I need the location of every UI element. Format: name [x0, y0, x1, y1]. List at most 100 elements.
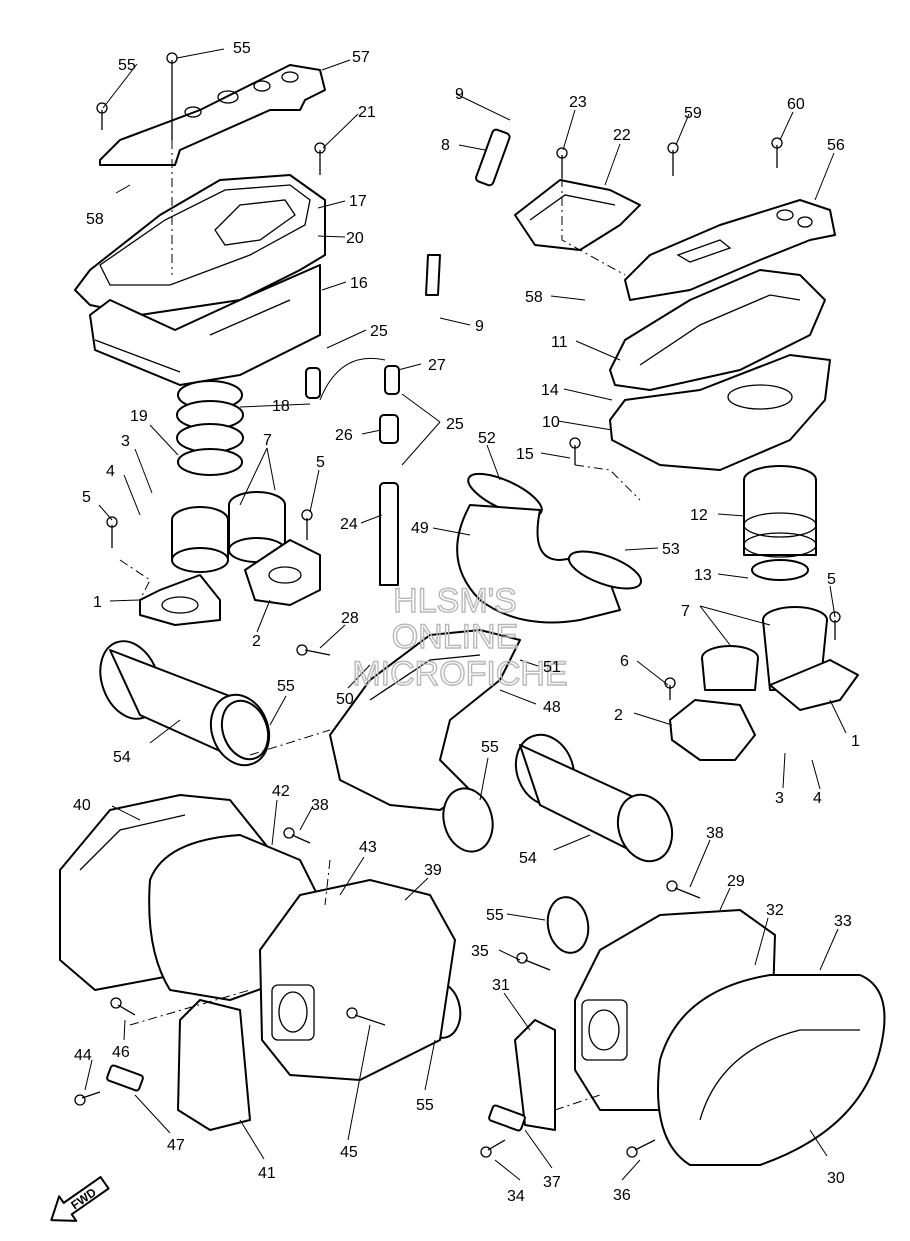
assembly-line [561, 178, 626, 276]
callout-9b: 9 [475, 318, 484, 335]
callout-56: 56 [827, 137, 845, 154]
callout-31: 31 [492, 977, 510, 994]
callout-7b: 7 [681, 603, 690, 620]
right-bracket-56 [624, 199, 836, 301]
callout-35: 35 [471, 943, 489, 960]
assembly-line [119, 559, 151, 601]
callout-39: 39 [424, 862, 442, 879]
callout-5: 5 [82, 489, 91, 506]
left-flange-2 [244, 539, 321, 606]
callout-13: 13 [694, 567, 712, 584]
watermark-line-1: HLSM'S [393, 582, 517, 620]
callout-10: 10 [542, 414, 560, 431]
bracket-47 [106, 1064, 144, 1092]
callout-50: 50 [336, 691, 354, 708]
callout-5c: 5 [827, 571, 836, 588]
callout-60: 55 [118, 57, 136, 74]
right-carb-joints [701, 606, 828, 691]
assembly-line [574, 464, 641, 501]
callout-48: 48 [543, 699, 561, 716]
lower-left-plate-41 [177, 999, 251, 1131]
callout-47: 47 [167, 1137, 185, 1154]
clamp-55-c [546, 896, 590, 954]
duct-49 [456, 472, 643, 624]
callout-30: 30 [827, 1170, 845, 1187]
callout-3b: 3 [775, 790, 784, 807]
callout-58b: 58 [525, 289, 543, 306]
lower-left-box-39 [259, 879, 456, 1081]
right-flange-2 [669, 699, 756, 761]
watermark-line-3: MICROFICHE [352, 655, 567, 693]
callout-57: 57 [352, 49, 370, 66]
callout-55a: 55 [277, 678, 295, 695]
callout-17: 17 [349, 193, 367, 210]
watermark-line-2: ONLINE [392, 618, 519, 656]
assembly-line [249, 729, 331, 756]
callout-4: 4 [106, 463, 115, 480]
assembly-line [554, 1094, 601, 1111]
callout-23: 23 [569, 94, 587, 111]
callout-1: 1 [93, 594, 102, 611]
callout-37: 37 [543, 1174, 561, 1191]
bracket-37 [488, 1104, 526, 1132]
left-flange-1 [139, 574, 221, 626]
clamp-55-b [442, 787, 494, 853]
callout-27: 27 [428, 357, 446, 374]
callout-34: 34 [507, 1188, 525, 1205]
callout-15: 15 [516, 446, 534, 463]
left-airbox-cover-17 [74, 174, 326, 316]
callout-29: 29 [727, 873, 745, 890]
callout-33: 33 [834, 913, 852, 930]
callout-54a: 54 [113, 749, 131, 766]
callout-labels: 55 55 57 21 17 20 16 58 18 19 3 4 5 7 5 … [73, 40, 860, 1205]
left-airbox-case-16 [89, 264, 321, 386]
callout-52: 52 [478, 430, 496, 447]
callout-46: 46 [112, 1044, 130, 1061]
callout-25a: 25 [370, 323, 388, 340]
callout-51: 51 [543, 659, 561, 676]
callout-55d: 55 [416, 1097, 434, 1114]
callout-38a: 38 [311, 797, 329, 814]
watermark: HLSM'S ONLINE MICROFICHE [352, 581, 569, 693]
callout-7: 7 [263, 432, 272, 449]
callout-11: 11 [551, 334, 568, 351]
callout-28: 28 [341, 610, 359, 627]
callout-60b: 60 [787, 96, 805, 113]
assembly-line [129, 989, 251, 1026]
callout-2b: 2 [614, 707, 623, 724]
callout-5b: 5 [316, 454, 325, 471]
left-carb-joints [171, 491, 286, 573]
callout-59: 55 [233, 40, 251, 57]
callout-44: 44 [74, 1047, 92, 1064]
callout-58: 58 [86, 211, 104, 228]
callout-3: 3 [121, 433, 130, 450]
right-airbox-case-10 [609, 354, 831, 471]
callout-2: 2 [252, 633, 261, 650]
callout-19: 19 [130, 408, 148, 425]
duct-54-right [514, 733, 674, 863]
lower-right-cover-30 [657, 974, 886, 1166]
callout-41: 41 [258, 1165, 276, 1182]
callout-55c: 55 [486, 907, 504, 924]
callout-9a: 9 [455, 86, 464, 103]
callout-54b: 54 [519, 850, 537, 867]
callout-36: 36 [613, 1187, 631, 1204]
callout-14: 14 [541, 382, 559, 399]
leader-lines [84, 48, 847, 1181]
callout-1b: 1 [851, 733, 860, 750]
right-bracket-22 [514, 179, 641, 251]
bolt-set [74, 52, 841, 1158]
callout-55b: 55 [481, 739, 499, 756]
callout-24: 24 [340, 516, 358, 533]
assembly-line [324, 859, 331, 906]
callout-12: 12 [690, 507, 708, 524]
callout-26: 26 [335, 427, 353, 444]
breather-hoses [305, 128, 511, 586]
duct-48 [329, 629, 521, 811]
callout-45: 45 [340, 1144, 358, 1161]
callout-21: 21 [358, 104, 376, 121]
callout-22: 22 [613, 127, 631, 144]
callout-20: 20 [346, 230, 364, 247]
right-intake-joint-12 [743, 465, 817, 581]
